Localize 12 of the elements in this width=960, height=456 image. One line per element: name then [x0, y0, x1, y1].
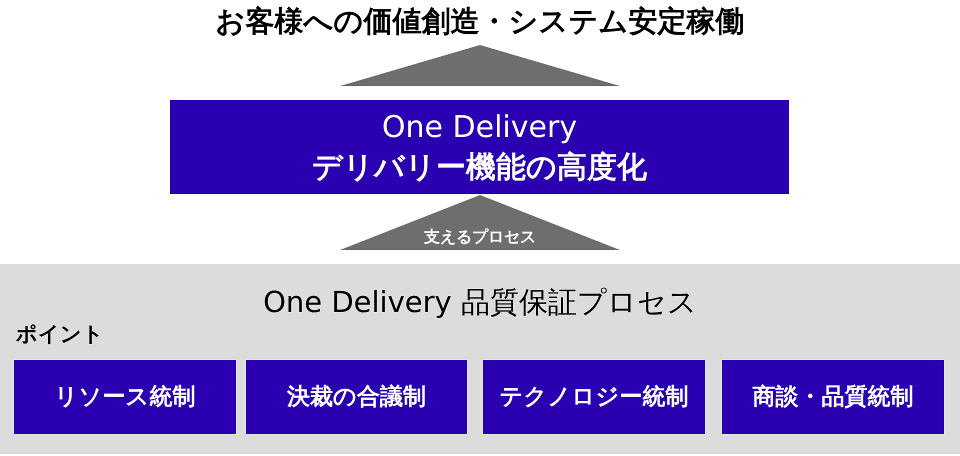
box-text: デリバリー機能の高度化	[311, 150, 648, 186]
point-box: リソース統制	[14, 360, 236, 434]
process-box	[170, 100, 789, 194]
box-heading: One Delivery	[380, 110, 578, 146]
title: お客様への価値創造・システム安定稼働	[214, 3, 746, 40]
arrow	[340, 45, 620, 86]
points-label: ポイント	[16, 321, 104, 348]
point-box: 商談・品質統制	[722, 360, 944, 434]
band-heading: One Delivery 品質保証プロセス	[262, 284, 698, 320]
process-band	[0, 264, 960, 454]
point-box: 決裁の合議制	[246, 360, 467, 434]
point-box: テクノロジー統制	[483, 360, 705, 434]
